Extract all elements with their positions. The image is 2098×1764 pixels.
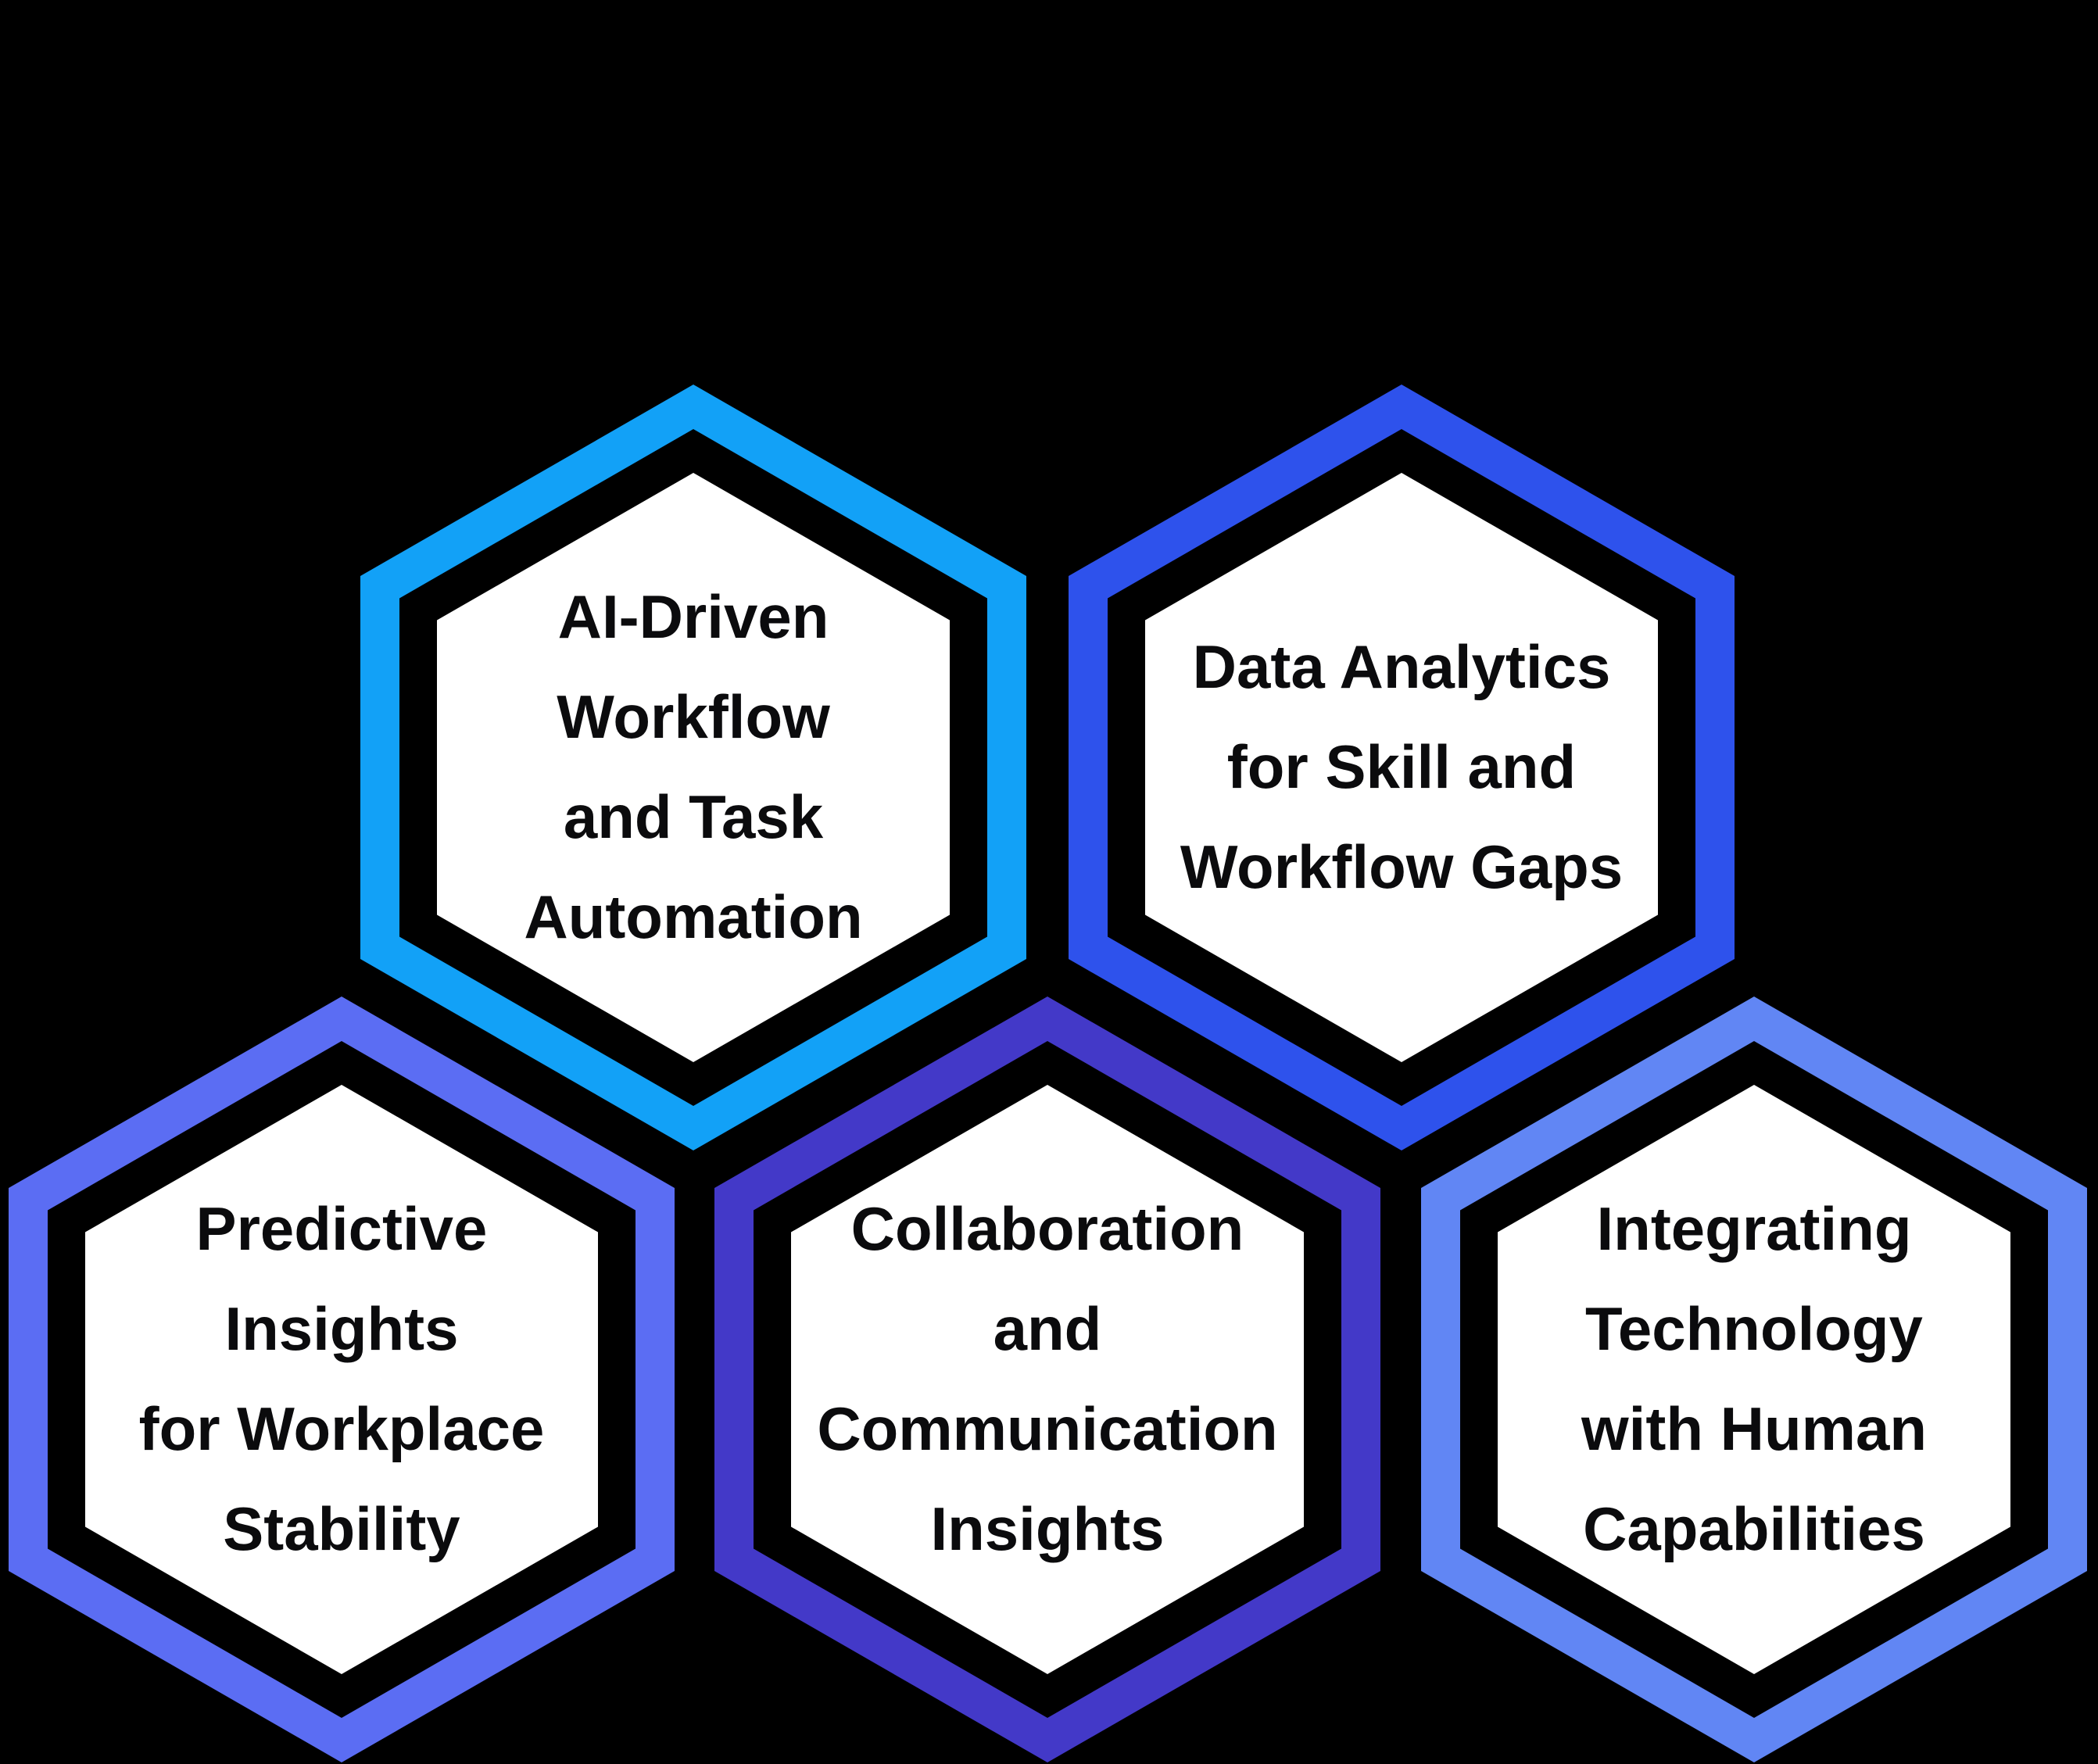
hexagon-label: AI-Driven Workflow and Task Automation [524,582,863,951]
hexagon-collaboration-insights: Collaboration and Communication Insights [714,996,1380,1762]
hexagon-data-analytics: Data Analytics for Skill and Workflow Ga… [1069,385,1735,1150]
hexagon-label: Data Analytics for Skill and Workflow Ga… [1180,632,1624,901]
hexagon-label: Integrating Technology with Human Capabi… [1581,1194,1927,1563]
hexagon-label: Predictive Insights for Workplace Stabil… [138,1194,545,1563]
hexagon-ai-driven-workflow: AI-Driven Workflow and Task Automation [360,385,1026,1150]
hexagon-integrating-technology: Integrating Technology with Human Capabi… [1421,996,2087,1762]
hexagon-label: Collaboration and Communication Insights [817,1194,1278,1563]
hexagon-predictive-insights: Predictive Insights for Workplace Stabil… [9,996,675,1762]
